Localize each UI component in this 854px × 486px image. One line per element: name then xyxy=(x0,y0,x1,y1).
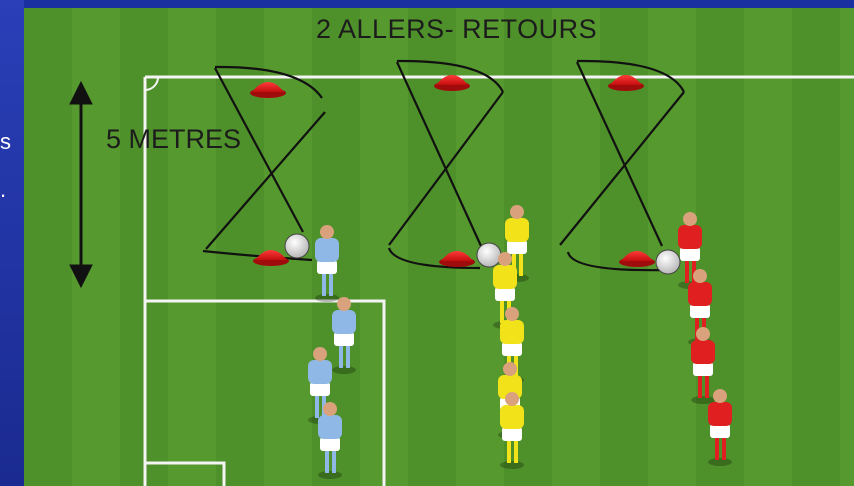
ball-1 xyxy=(285,234,309,258)
distance-label: 5 METRES xyxy=(106,124,241,155)
ball-2 xyxy=(477,243,501,267)
drill-title: 2 ALLERS- RETOURS xyxy=(316,14,597,45)
ball-3 xyxy=(656,250,680,274)
football-pitch xyxy=(24,8,854,486)
edge-text: s . xyxy=(0,118,11,214)
background-panel xyxy=(0,0,24,486)
